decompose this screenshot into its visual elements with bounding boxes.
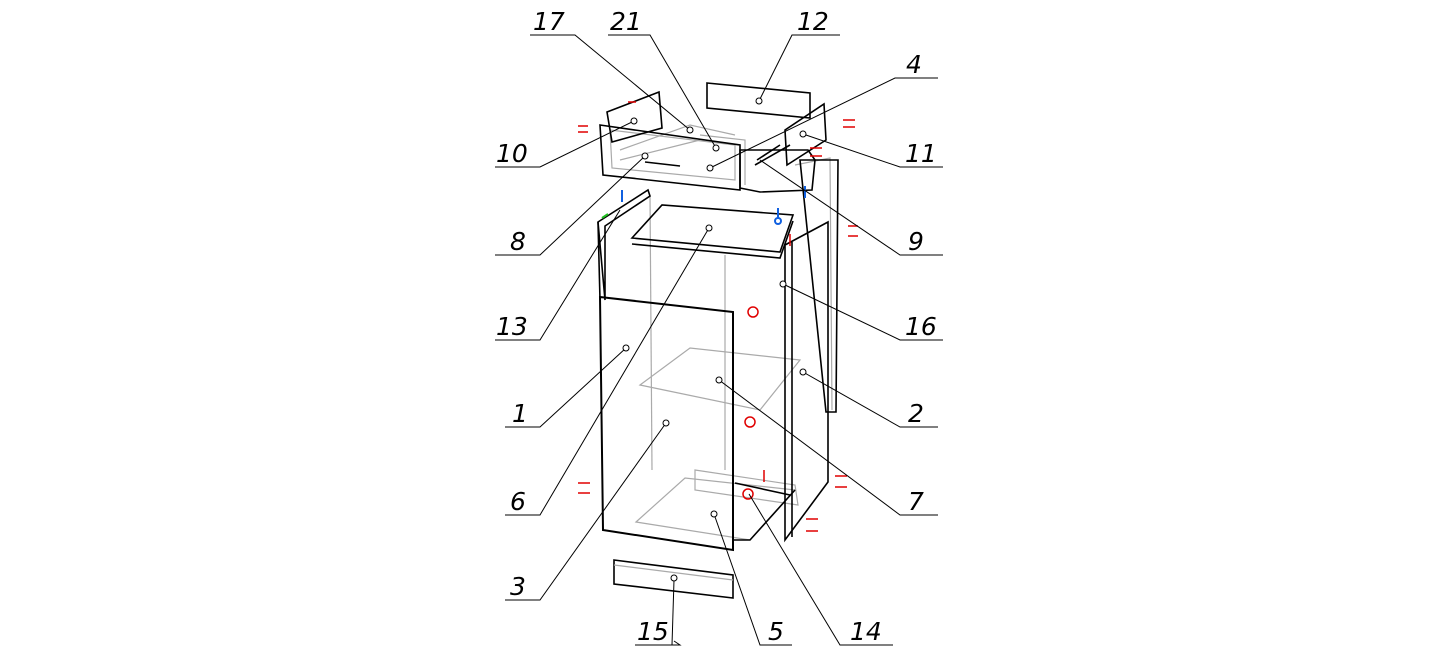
part-11-drawer-side: [784, 102, 827, 167]
part-labels: 17 21 12 4 10 11 8 9 13 16 1 2 6 7 3 5 1…: [496, 7, 937, 646]
label-15: 15: [637, 617, 669, 646]
label-17: 17: [533, 7, 565, 36]
part-2-right-side: [784, 220, 829, 543]
fasteners: [578, 101, 858, 532]
label-9: 9: [908, 227, 924, 256]
label-1: 1: [512, 399, 528, 428]
leaders: [495, 34, 943, 646]
label-21: 21: [610, 7, 642, 36]
label-6: 6: [510, 487, 526, 516]
part-1-door: [598, 295, 734, 552]
label-10: 10: [496, 139, 528, 168]
label-16: 16: [905, 312, 937, 341]
parts: [597, 82, 839, 599]
label-11: 11: [905, 139, 937, 168]
label-4: 4: [906, 50, 922, 79]
label-2: 2: [908, 399, 924, 428]
hidden-lines: [609, 124, 833, 541]
part-6-top-panel: [630, 204, 795, 253]
part-4-drawer-bottom: [739, 149, 816, 193]
part-drawer-front: [599, 124, 741, 191]
part-13-left-side: [597, 188, 651, 301]
label-7: 7: [908, 487, 924, 516]
label-13: 13: [496, 312, 528, 341]
label-3: 3: [510, 572, 526, 601]
part-10-drawer-side: [606, 90, 663, 144]
part-12-back: [706, 82, 811, 119]
label-8: 8: [510, 227, 526, 256]
label-12: 12: [797, 7, 829, 36]
label-5: 5: [768, 617, 784, 646]
part-16-back-panel: [799, 159, 839, 413]
part-15-plinth: [613, 559, 734, 599]
label-14: 14: [850, 617, 882, 646]
